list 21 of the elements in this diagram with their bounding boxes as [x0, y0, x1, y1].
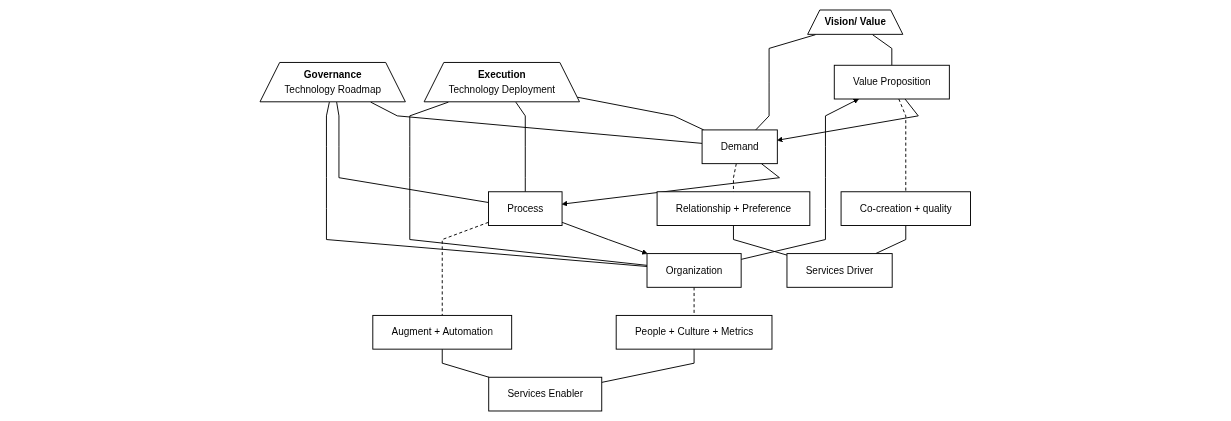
connector — [872, 34, 893, 66]
node-box: Relationship + Preference — [656, 191, 811, 226]
connector — [733, 225, 788, 256]
node-box: Augment + Automation — [372, 314, 513, 350]
node-box: Process — [488, 191, 563, 226]
connector — [601, 348, 695, 383]
connector — [515, 101, 526, 193]
node-box: Demand — [701, 129, 779, 165]
node-box: Value Proposition — [834, 64, 951, 100]
connector — [898, 98, 907, 193]
node-box: People + Culture + Metrics — [615, 314, 773, 350]
connector — [336, 101, 490, 203]
node-box: Co-creation + quality — [840, 191, 972, 226]
connector — [370, 101, 703, 144]
connector — [577, 96, 705, 131]
connector — [693, 286, 695, 316]
node-box: Services Driver — [786, 253, 893, 288]
node-box: Services Enabler — [488, 376, 603, 412]
connector — [875, 225, 907, 255]
connector — [442, 348, 490, 378]
node-box: Organization — [646, 253, 742, 288]
